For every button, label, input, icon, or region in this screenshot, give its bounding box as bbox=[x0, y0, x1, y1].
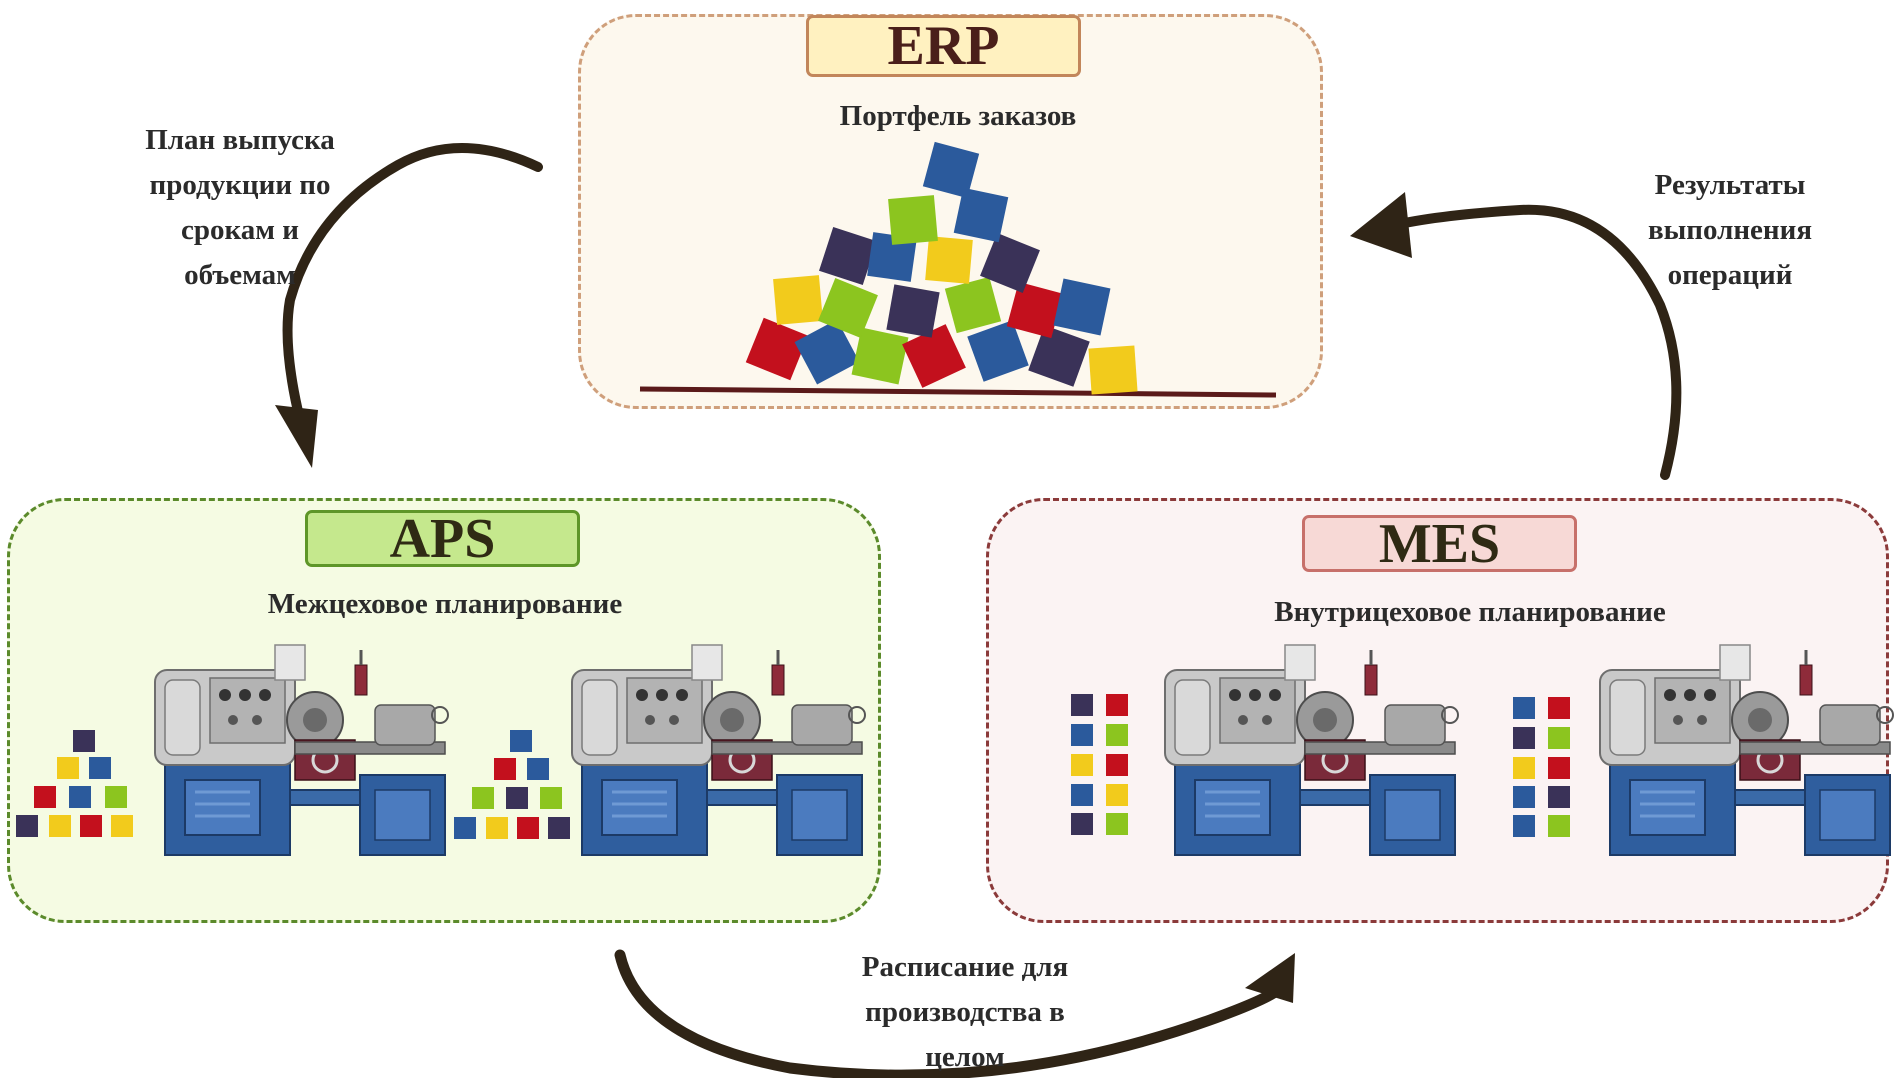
cube bbox=[967, 320, 1029, 382]
cube bbox=[818, 278, 878, 338]
cube bbox=[1548, 786, 1570, 808]
cube bbox=[902, 324, 966, 388]
mes-queue-2 bbox=[1513, 697, 1570, 837]
cube bbox=[944, 276, 1002, 334]
label-line: Результаты bbox=[1654, 169, 1806, 201]
label-line: срокам и bbox=[181, 214, 299, 246]
cube bbox=[1513, 727, 1535, 749]
cube bbox=[548, 817, 570, 839]
label-line: объемам bbox=[184, 259, 296, 291]
cube bbox=[867, 232, 917, 282]
arrow-mes-to-erp bbox=[1390, 204, 1682, 480]
cube bbox=[1548, 757, 1570, 779]
arrow-erp-to-aps bbox=[282, 143, 543, 425]
cube bbox=[1548, 697, 1570, 719]
cube bbox=[1006, 281, 1064, 339]
cube bbox=[49, 815, 71, 837]
cube bbox=[922, 141, 980, 199]
cube bbox=[540, 787, 562, 809]
cube bbox=[1106, 754, 1128, 776]
cube bbox=[1106, 724, 1128, 746]
order-portfolio-pile bbox=[745, 141, 1138, 395]
cube bbox=[80, 815, 102, 837]
cube bbox=[527, 758, 549, 780]
cube bbox=[486, 817, 508, 839]
cube bbox=[886, 284, 940, 338]
aps-subtitle: Межцеховое планирование bbox=[267, 588, 623, 620]
cube bbox=[510, 730, 532, 752]
lathe-machine-icon bbox=[570, 643, 867, 857]
cube bbox=[1088, 345, 1138, 395]
cube bbox=[34, 786, 56, 808]
cube bbox=[888, 195, 938, 245]
cube bbox=[105, 786, 127, 808]
arrow-aps-to-mes bbox=[614, 949, 1284, 1078]
cube bbox=[1071, 784, 1093, 806]
lathe-machine-icon bbox=[1163, 643, 1460, 857]
label-line: План выпуска bbox=[145, 124, 335, 156]
operation-results-label: Результаты выполнения операций bbox=[1590, 163, 1870, 298]
aps-batch-pyramid-2 bbox=[454, 730, 570, 839]
lathe-machine-icon bbox=[153, 643, 450, 857]
cube bbox=[517, 817, 539, 839]
cube bbox=[745, 317, 809, 381]
mes-subtitle: Внутрицеховое планирование bbox=[1274, 596, 1666, 628]
mes-queue-1 bbox=[1071, 694, 1128, 835]
cube bbox=[819, 227, 877, 285]
cube bbox=[1106, 813, 1128, 835]
label-line: операций bbox=[1667, 259, 1793, 291]
cube bbox=[1071, 724, 1093, 746]
cube bbox=[472, 787, 494, 809]
cube bbox=[851, 327, 909, 385]
cube bbox=[773, 275, 823, 325]
cube bbox=[1513, 757, 1535, 779]
cube bbox=[73, 730, 95, 752]
aps-badge: APS bbox=[305, 508, 580, 570]
cube bbox=[494, 758, 516, 780]
cube bbox=[1053, 278, 1111, 336]
arrow-head-icon bbox=[1350, 192, 1412, 258]
cube bbox=[1071, 694, 1093, 716]
cube bbox=[1513, 786, 1535, 808]
cube bbox=[1513, 697, 1535, 719]
cube bbox=[69, 786, 91, 808]
cube bbox=[1071, 813, 1093, 835]
cube bbox=[57, 757, 79, 779]
arrow-head-icon bbox=[1245, 953, 1295, 1003]
production-schedule-label: Расписание для производства в целом bbox=[820, 945, 1110, 1080]
erp-subtitle: Портфель заказов bbox=[839, 100, 1077, 132]
cube bbox=[1106, 784, 1128, 806]
cube bbox=[111, 815, 133, 837]
label-line: производства в bbox=[865, 996, 1065, 1028]
cube bbox=[506, 787, 528, 809]
cube bbox=[980, 233, 1040, 293]
cube bbox=[1548, 727, 1570, 749]
cube bbox=[1513, 815, 1535, 837]
cube bbox=[1548, 815, 1570, 837]
cube bbox=[1028, 325, 1090, 387]
cube bbox=[454, 817, 476, 839]
cube bbox=[925, 236, 973, 284]
label-line: Расписание для bbox=[861, 951, 1069, 983]
label-line: целом bbox=[925, 1041, 1005, 1073]
cube bbox=[1071, 754, 1093, 776]
aps-batch-pyramid-1 bbox=[16, 730, 133, 837]
label-line: выполнения bbox=[1647, 214, 1813, 246]
lathe-machine-icon bbox=[1598, 643, 1895, 857]
cube bbox=[1106, 694, 1128, 716]
arrow-head-icon bbox=[275, 405, 318, 468]
erp-badge: ERP bbox=[806, 15, 1081, 77]
cube bbox=[16, 815, 38, 837]
cube bbox=[794, 319, 860, 385]
cube bbox=[89, 757, 111, 779]
mes-badge: MES bbox=[1302, 513, 1577, 575]
label-line: продукции по bbox=[149, 169, 331, 201]
cube bbox=[953, 187, 1009, 243]
ground-line bbox=[639, 386, 1277, 398]
release-plan-label: План выпуска продукции по срокам и объем… bbox=[100, 118, 380, 298]
